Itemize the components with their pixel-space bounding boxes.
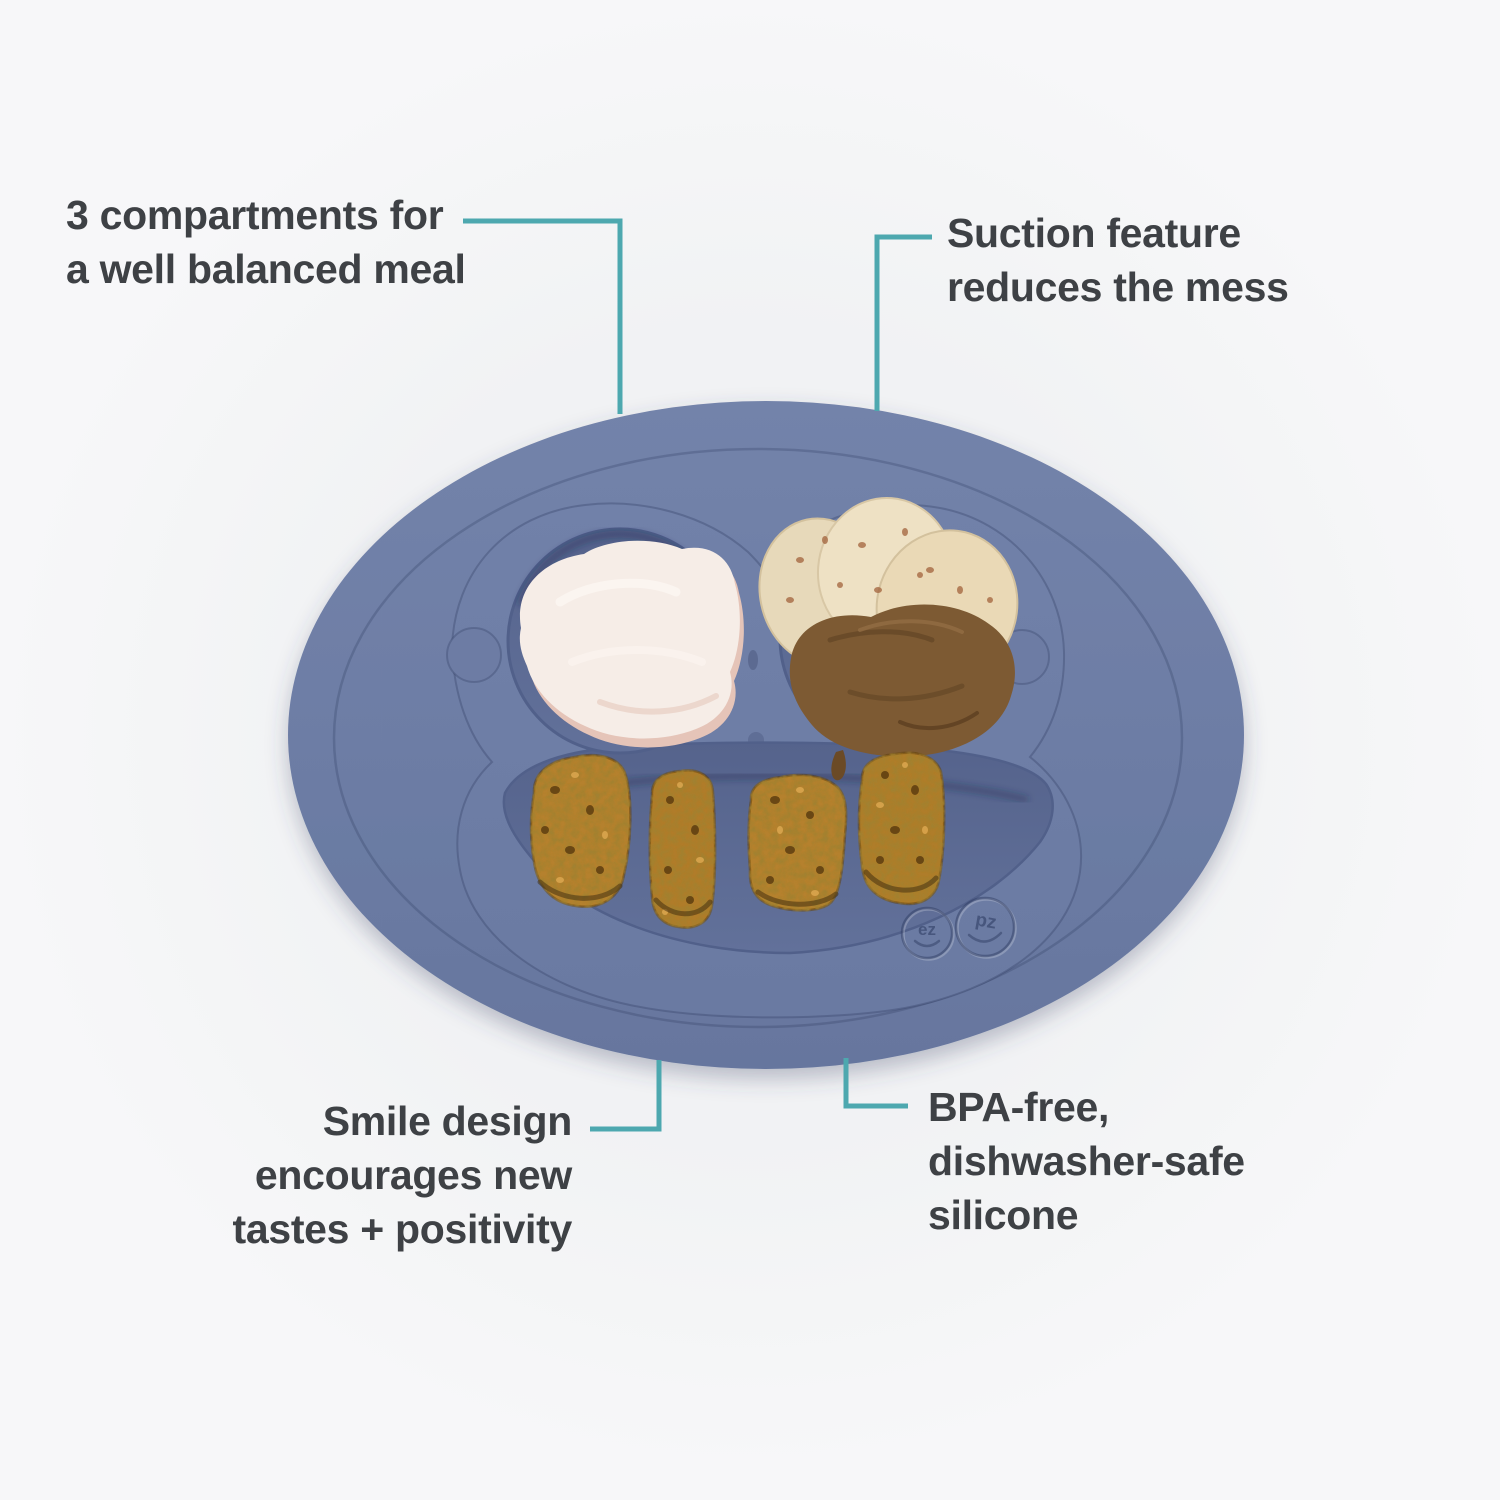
- callout-suction-line1: Suction feature: [947, 210, 1241, 256]
- logo-pz-text: pz: [974, 909, 998, 933]
- callout-compartments-line2: a well balanced meal: [66, 246, 466, 292]
- almond-butter-food: [789, 604, 1015, 781]
- callout-material-line2: dishwasher-safe: [928, 1138, 1245, 1184]
- bread-pieces-food: [529, 751, 946, 929]
- callout-smile: Smile design encourages new tastes + pos…: [232, 1094, 572, 1256]
- nose-mark: [748, 650, 758, 670]
- left-notch: [446, 627, 502, 683]
- yogurt-food: [519, 540, 744, 748]
- connector-suction-line: [874, 234, 932, 411]
- callout-material: BPA-free, dishwasher-safe silicone: [928, 1080, 1245, 1242]
- callout-smile-line2: encourages new: [254, 1152, 572, 1198]
- callout-compartments-line1: 3 compartments for: [66, 192, 444, 238]
- mat-suction-ridge: [332, 447, 1184, 1029]
- callout-material-line3: silicone: [928, 1192, 1079, 1238]
- callout-smile-line3: tastes + positivity: [232, 1206, 572, 1252]
- bread-texture-speckles: [537, 762, 939, 917]
- callout-smile-line1: Smile design: [322, 1098, 573, 1144]
- silicone-mat: ez pz: [288, 401, 1244, 1069]
- callout-suction: Suction feature reduces the mess: [947, 206, 1289, 314]
- callout-compartments: 3 compartments for a well balanced meal: [66, 188, 466, 296]
- logo-ez-text: ez: [918, 920, 936, 939]
- ezpz-logo: ez pz: [900, 896, 1017, 961]
- connector-compartments-line: [463, 218, 623, 414]
- connector-material-line: [843, 1058, 908, 1109]
- callout-material-line1: BPA-free,: [928, 1084, 1110, 1130]
- connector-smile-line: [590, 1060, 662, 1132]
- callout-connectors: [463, 218, 932, 1132]
- callout-suction-line2: reduces the mess: [947, 264, 1289, 310]
